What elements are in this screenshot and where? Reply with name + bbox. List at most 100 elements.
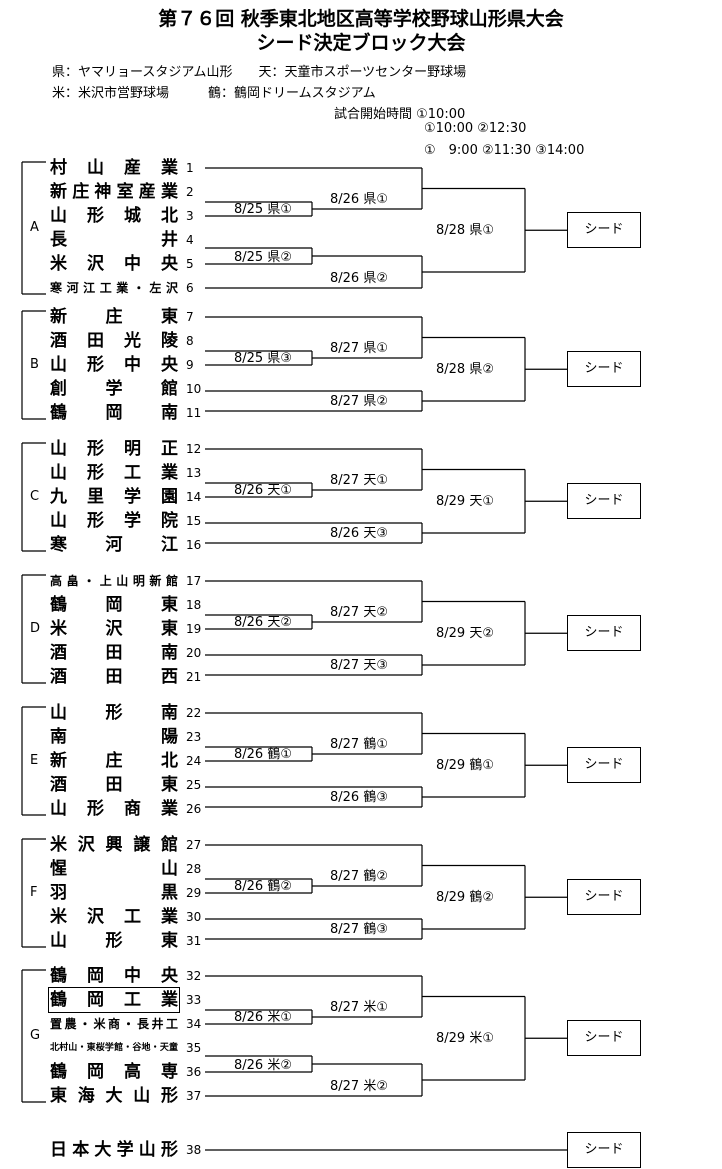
team-name: 鶴岡工業	[48, 987, 180, 1013]
team-seed-number: 27	[186, 838, 202, 852]
group-letter: G	[30, 1028, 41, 1043]
team-seed-number: 38	[186, 1143, 202, 1157]
team-seed-number: 1	[186, 161, 194, 175]
game-label: 8/29 米①	[436, 1031, 494, 1047]
game-label: 8/27 鶴①	[330, 737, 388, 752]
team-name: 山形城北	[50, 206, 178, 226]
team-name: 酒田南	[50, 643, 178, 663]
team-seed-number: 4	[186, 233, 194, 247]
team-seed-number: 2	[186, 185, 194, 199]
team-seed-number: 32	[186, 969, 202, 983]
team-name: 鶴岡高専	[50, 1062, 178, 1082]
team-seed-number: 16	[186, 538, 202, 552]
team-name: 羽黒	[50, 883, 178, 903]
team-name: 米沢工業	[50, 907, 178, 927]
game-label: 8/27 県②	[330, 394, 388, 409]
team-name: 寒河江工業・左沢	[50, 281, 178, 295]
game-label: 8/26 天①	[234, 483, 292, 498]
seed-box: シード	[567, 212, 641, 249]
game-label: 8/27 鶴③	[330, 922, 388, 937]
game-label: 8/27 米②	[330, 1079, 388, 1094]
team-name: 山形工業	[50, 463, 178, 483]
venue-legend-1: 県：ヤマリョースタジアム山形 天：天童市スポーツセンター野球場	[52, 65, 467, 80]
team-name: 鶴岡中央	[50, 966, 178, 986]
team-seed-number: 20	[186, 646, 202, 660]
game-label: 8/25 県②	[234, 250, 292, 265]
team-name: 創学館	[50, 379, 178, 399]
team-name: 米沢中央	[50, 254, 178, 274]
game-label: 8/29 鶴②	[436, 890, 494, 906]
group-letter: B	[30, 357, 39, 372]
team-seed-number: 5	[186, 257, 194, 271]
team-seed-number: 33	[186, 993, 202, 1007]
seed-box: シード	[567, 1132, 641, 1168]
team-name: 村山産業	[50, 158, 178, 178]
team-seed-number: 17	[186, 574, 202, 588]
team-seed-number: 18	[186, 598, 202, 612]
game-label: 8/27 米①	[330, 1000, 388, 1015]
game-label: 8/25 県①	[234, 202, 292, 217]
seed-box: シード	[567, 747, 641, 784]
group-letter: E	[30, 753, 39, 768]
team-name: 山形商業	[50, 799, 178, 819]
game-label: 8/26 県②	[330, 271, 388, 286]
team-seed-number: 30	[186, 910, 202, 924]
team-seed-number: 26	[186, 802, 202, 816]
game-label: 8/27 県①	[330, 341, 388, 356]
start-time-3: ① 9:00 ②11:30 ③14:00	[424, 143, 585, 158]
start-time-1: 試合開始時間 ①10:00	[334, 107, 466, 122]
group-letter: F	[30, 885, 38, 900]
team-name: 酒田東	[50, 775, 178, 795]
team-name: 米沢興譲館	[50, 835, 178, 855]
game-label: 8/28 県②	[436, 362, 494, 378]
game-label: 8/27 鶴②	[330, 869, 388, 884]
seed-box: シード	[567, 351, 641, 388]
team-seed-number: 23	[186, 730, 202, 744]
game-label: 8/29 天②	[436, 626, 494, 642]
team-seed-number: 19	[186, 622, 202, 636]
group-letter: D	[30, 621, 41, 636]
start-time-2: ①10:00 ②12:30	[424, 121, 527, 136]
team-seed-number: 8	[186, 334, 194, 348]
game-label: 8/26 米②	[234, 1058, 292, 1073]
game-label: 8/26 鶴③	[330, 790, 388, 805]
team-name: 山形東	[50, 931, 178, 951]
game-label: 8/25 県③	[234, 351, 292, 366]
title-line-2: シード決定ブロック大会	[256, 32, 466, 54]
team-seed-number: 37	[186, 1089, 202, 1103]
team-name: 新庄北	[50, 751, 178, 771]
team-seed-number: 3	[186, 209, 194, 223]
team-name: 山形学院	[50, 511, 178, 531]
team-seed-number: 7	[186, 310, 194, 324]
team-seed-number: 12	[186, 442, 202, 456]
team-name: 山形南	[50, 703, 178, 723]
team-seed-number: 35	[186, 1041, 202, 1055]
group-letter: C	[30, 489, 40, 504]
game-label: 8/29 天①	[436, 494, 494, 510]
team-name: 長井	[50, 230, 178, 250]
team-name: 酒田光陵	[50, 331, 178, 351]
team-name: 米沢東	[50, 619, 178, 639]
team-seed-number: 11	[186, 406, 202, 420]
team-name: 寒河江	[50, 535, 178, 555]
title-line-1: 第７６回 秋季東北地区高等学校野球山形県大会	[158, 8, 564, 30]
team-name: 南陽	[50, 727, 178, 747]
team-seed-number: 29	[186, 886, 202, 900]
team-name: 鶴岡東	[50, 595, 178, 615]
team-seed-number: 25	[186, 778, 202, 792]
game-label: 8/26 鶴②	[234, 879, 292, 894]
team-name: 山形明正	[50, 439, 178, 459]
team-seed-number: 22	[186, 706, 202, 720]
team-name: 東海大山形	[50, 1086, 178, 1106]
game-label: 8/26 米①	[234, 1010, 292, 1025]
group-letter: A	[30, 220, 39, 235]
team-seed-number: 13	[186, 466, 202, 480]
seed-box: シード	[567, 615, 641, 652]
team-seed-number: 31	[186, 934, 202, 948]
game-label: 8/26 天③	[330, 526, 388, 541]
team-seed-number: 24	[186, 754, 202, 768]
seed-box: シード	[567, 483, 641, 520]
game-label: 8/26 天②	[234, 615, 292, 630]
game-label: 8/27 天②	[330, 605, 388, 620]
team-name: 北村山・東桜学館・谷地・天童	[50, 1043, 178, 1053]
